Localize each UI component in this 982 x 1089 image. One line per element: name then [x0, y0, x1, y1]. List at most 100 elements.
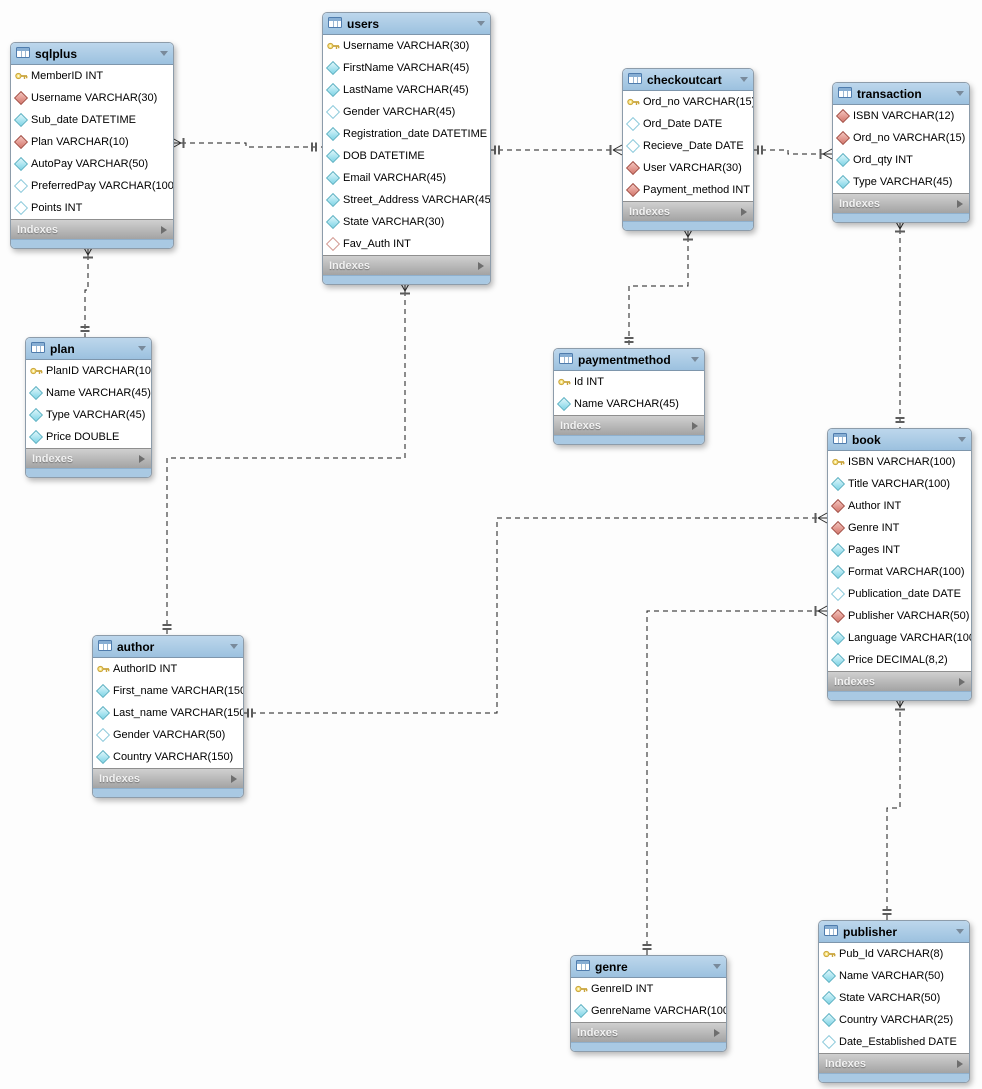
- table-column[interactable]: Recieve_Date DATE: [623, 135, 753, 157]
- table-header-checkoutcart[interactable]: checkoutcart: [623, 69, 753, 91]
- table-column[interactable]: Name VARCHAR(45): [554, 393, 704, 415]
- indexes-section[interactable]: Indexes: [93, 768, 243, 788]
- table-column[interactable]: Gender VARCHAR(45): [323, 101, 490, 123]
- expand-arrow-icon[interactable]: [231, 774, 237, 783]
- expand-arrow-icon[interactable]: [139, 454, 145, 463]
- table-column[interactable]: Date_Established DATE: [819, 1031, 969, 1053]
- collapse-arrow-icon[interactable]: [477, 21, 485, 26]
- collapse-arrow-icon[interactable]: [230, 644, 238, 649]
- table-header-transaction[interactable]: transaction: [833, 83, 969, 105]
- table-column[interactable]: Registration_date DATETIME: [323, 123, 490, 145]
- table-column[interactable]: Username VARCHAR(30): [323, 35, 490, 57]
- table-column[interactable]: Price DECIMAL(8,2): [828, 649, 971, 671]
- table-column[interactable]: Email VARCHAR(45): [323, 167, 490, 189]
- table-column[interactable]: ISBN VARCHAR(100): [828, 451, 971, 473]
- indexes-section[interactable]: Indexes: [554, 415, 704, 435]
- table-column[interactable]: Title VARCHAR(100): [828, 473, 971, 495]
- expand-arrow-icon[interactable]: [959, 677, 965, 686]
- table-header-author[interactable]: author: [93, 636, 243, 658]
- expand-arrow-icon[interactable]: [957, 1059, 963, 1068]
- table-column[interactable]: MemberID INT: [11, 65, 173, 87]
- table-column[interactable]: Payment_method INT: [623, 179, 753, 201]
- table-column[interactable]: Publication_date DATE: [828, 583, 971, 605]
- table-column[interactable]: Price DOUBLE: [26, 426, 151, 448]
- indexes-section[interactable]: Indexes: [11, 219, 173, 239]
- table-column[interactable]: Fav_Auth INT: [323, 233, 490, 255]
- table-header-users[interactable]: users: [323, 13, 490, 35]
- table-column[interactable]: LastName VARCHAR(45): [323, 79, 490, 101]
- table-header-plan[interactable]: plan: [26, 338, 151, 360]
- expand-arrow-icon[interactable]: [478, 261, 484, 270]
- table-header-book[interactable]: book: [828, 429, 971, 451]
- table-column[interactable]: Format VARCHAR(100): [828, 561, 971, 583]
- relationship-transaction-book[interactable]: [894, 219, 906, 428]
- table-column[interactable]: Country VARCHAR(150): [93, 746, 243, 768]
- table-column[interactable]: Plan VARCHAR(10): [11, 131, 173, 153]
- table-column[interactable]: FirstName VARCHAR(45): [323, 57, 490, 79]
- expand-arrow-icon[interactable]: [714, 1028, 720, 1037]
- table-column[interactable]: AuthorID INT: [93, 658, 243, 680]
- relationship-author-book[interactable]: [242, 512, 828, 718]
- table-column[interactable]: Username VARCHAR(30): [11, 87, 173, 109]
- table-header-paymentmethod[interactable]: paymentmethod: [554, 349, 704, 371]
- table-column[interactable]: Pub_Id VARCHAR(8): [819, 943, 969, 965]
- table-column[interactable]: Author INT: [828, 495, 971, 517]
- table-column[interactable]: Ord_Date DATE: [623, 113, 753, 135]
- collapse-arrow-icon[interactable]: [956, 929, 964, 934]
- table-header-publisher[interactable]: publisher: [819, 921, 969, 943]
- table-column[interactable]: AutoPay VARCHAR(50): [11, 153, 173, 175]
- table-column[interactable]: Ord_qty INT: [833, 149, 969, 171]
- collapse-arrow-icon[interactable]: [958, 437, 966, 442]
- expand-arrow-icon[interactable]: [161, 225, 167, 234]
- collapse-arrow-icon[interactable]: [956, 91, 964, 96]
- table-column[interactable]: Ord_no VARCHAR(15): [623, 91, 753, 113]
- indexes-section[interactable]: Indexes: [819, 1053, 969, 1073]
- table-column[interactable]: Id INT: [554, 371, 704, 393]
- table-column[interactable]: Ord_no VARCHAR(15): [833, 127, 969, 149]
- collapse-arrow-icon[interactable]: [713, 964, 721, 969]
- relationship-users-checkoutcart[interactable]: [489, 144, 623, 156]
- relationship-genre-book[interactable]: [642, 605, 828, 955]
- indexes-section[interactable]: Indexes: [26, 448, 151, 468]
- indexes-section[interactable]: Indexes: [833, 193, 969, 213]
- expand-arrow-icon[interactable]: [692, 421, 698, 430]
- table-column[interactable]: Language VARCHAR(100): [828, 627, 971, 649]
- table-column[interactable]: State VARCHAR(30): [323, 211, 490, 233]
- table-column[interactable]: GenreName VARCHAR(100): [571, 1000, 726, 1022]
- collapse-arrow-icon[interactable]: [160, 51, 168, 56]
- table-column[interactable]: Gender VARCHAR(50): [93, 724, 243, 746]
- table-column[interactable]: Name VARCHAR(45): [26, 382, 151, 404]
- table-column[interactable]: Last_name VARCHAR(150): [93, 702, 243, 724]
- table-column[interactable]: State VARCHAR(50): [819, 987, 969, 1009]
- table-column[interactable]: Country VARCHAR(25): [819, 1009, 969, 1031]
- table-column[interactable]: Publisher VARCHAR(50): [828, 605, 971, 627]
- table-column[interactable]: GenreID INT: [571, 978, 726, 1000]
- expand-arrow-icon[interactable]: [957, 199, 963, 208]
- table-header-sqlplus[interactable]: sqlplus: [11, 43, 173, 65]
- table-column[interactable]: Street_Address VARCHAR(45): [323, 189, 490, 211]
- collapse-arrow-icon[interactable]: [740, 77, 748, 82]
- table-column[interactable]: Type VARCHAR(45): [26, 404, 151, 426]
- table-column[interactable]: Type VARCHAR(45): [833, 171, 969, 193]
- table-column[interactable]: First_name VARCHAR(150): [93, 680, 243, 702]
- table-column[interactable]: PreferredPay VARCHAR(100): [11, 175, 173, 197]
- table-header-genre[interactable]: genre: [571, 956, 726, 978]
- indexes-section[interactable]: Indexes: [828, 671, 971, 691]
- table-column[interactable]: DOB DATETIME: [323, 145, 490, 167]
- table-column[interactable]: Name VARCHAR(50): [819, 965, 969, 987]
- collapse-arrow-icon[interactable]: [138, 346, 146, 351]
- table-column[interactable]: PlanID VARCHAR(10): [26, 360, 151, 382]
- indexes-section[interactable]: Indexes: [323, 255, 490, 275]
- indexes-section[interactable]: Indexes: [623, 201, 753, 221]
- collapse-arrow-icon[interactable]: [691, 357, 699, 362]
